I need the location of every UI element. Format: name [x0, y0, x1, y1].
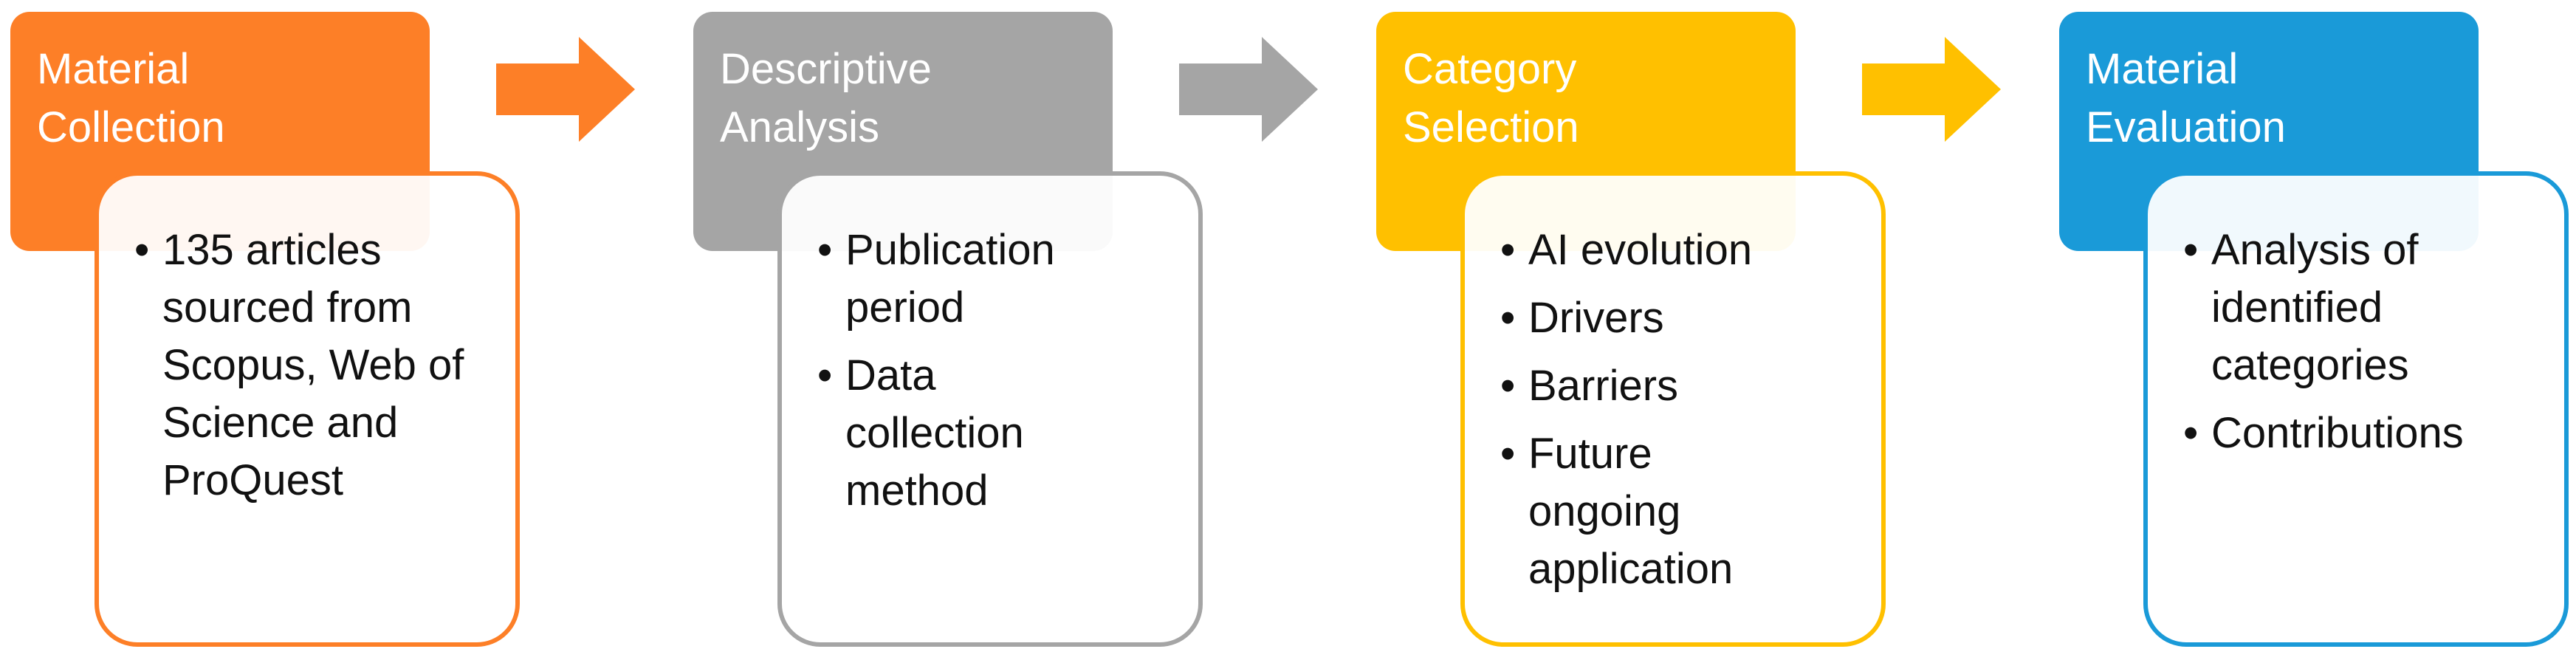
step-detail-card: AI evolution Drivers Barriers Future ong…	[1460, 171, 1886, 647]
bullet-item: 135 articles sourced from Scopus, Web of…	[134, 221, 473, 509]
step-detail-card: Analysis of identified categories Contri…	[2143, 171, 2569, 647]
step-title-line: Descriptive	[720, 45, 932, 93]
bullet-item: Data collection method	[817, 347, 1067, 520]
bullet-list: 135 articles sourced from Scopus, Web of…	[134, 221, 501, 509]
right-arrow-icon	[1179, 37, 1318, 142]
step-title-line: Material	[2086, 45, 2239, 93]
bullet-item: Contributions	[2183, 405, 2549, 462]
bullet-list: Analysis of identified categories Contri…	[2183, 221, 2549, 462]
step-title-line: Collection	[37, 103, 225, 151]
bullet-item: Drivers	[1500, 289, 1866, 347]
step-category-selection: Category Selection AI evolution Drivers …	[1366, 0, 2060, 663]
right-arrow-icon	[496, 37, 635, 142]
step-title-line: Material	[37, 45, 190, 93]
step-title-line: Category	[1403, 45, 1577, 93]
step-descriptive-analysis: Descriptive Analysis Publication period …	[683, 0, 1377, 663]
step-material-collection: Material Collection 135 articles sourced…	[0, 0, 694, 663]
bullet-list: Publication period Data collection metho…	[817, 221, 1184, 520]
bullet-item: Analysis of identified categories	[2183, 221, 2448, 394]
bullet-item: Future ongoing application	[1500, 425, 1772, 598]
step-detail-card: 135 articles sourced from Scopus, Web of…	[95, 171, 520, 647]
bullet-list: AI evolution Drivers Barriers Future ong…	[1500, 221, 1866, 598]
arrow-shape	[1179, 37, 1318, 142]
bullet-item: Publication period	[817, 221, 1126, 337]
bullet-item: AI evolution	[1500, 221, 1866, 279]
step-title-line: Evaluation	[2086, 103, 2286, 151]
step-title-line: Analysis	[720, 103, 879, 151]
arrow-shape	[1862, 37, 2001, 142]
step-material-evaluation: Material Evaluation Analysis of identifi…	[2049, 0, 2576, 663]
right-arrow-icon	[1862, 37, 2001, 142]
arrow-shape	[496, 37, 635, 142]
step-title-line: Selection	[1403, 103, 1579, 151]
bullet-item: Barriers	[1500, 357, 1866, 415]
step-detail-card: Publication period Data collection metho…	[777, 171, 1203, 647]
